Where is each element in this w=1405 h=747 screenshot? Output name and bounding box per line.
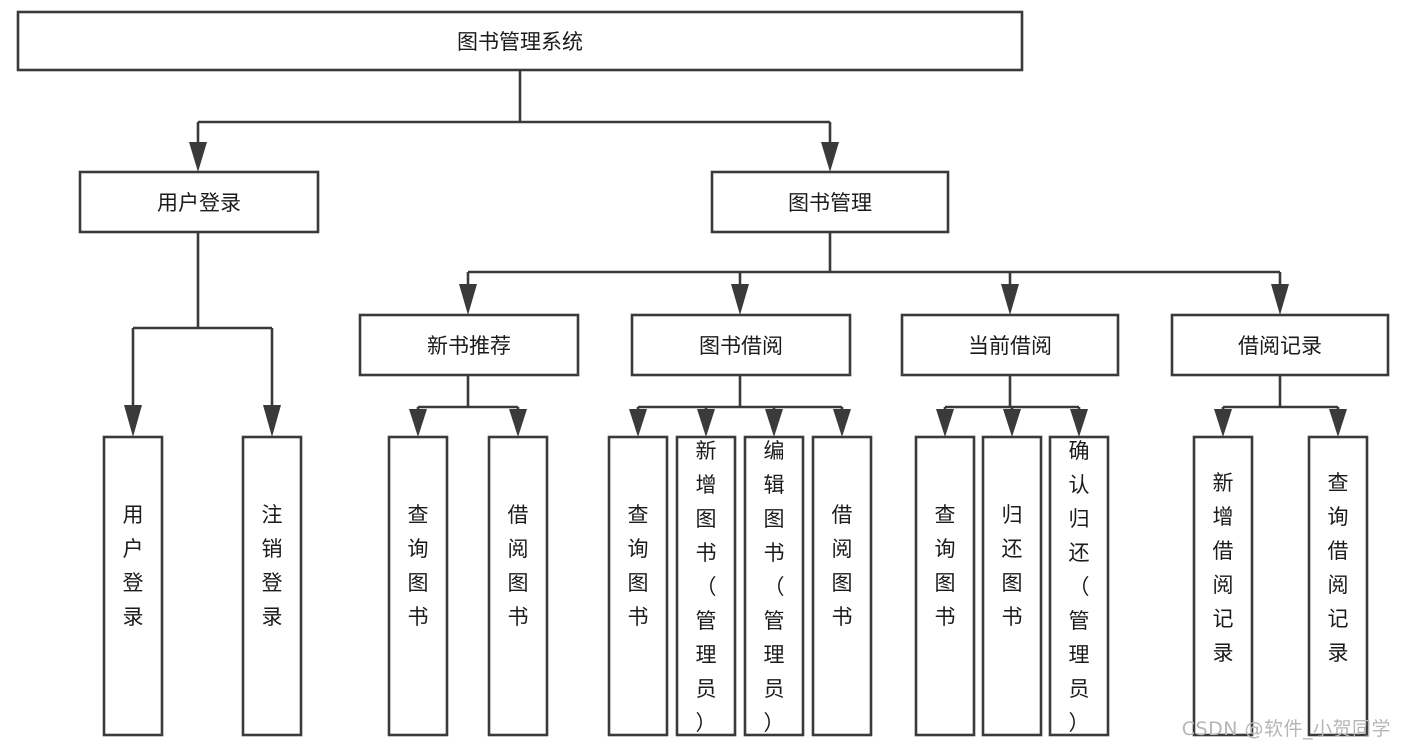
node-leaf-add-book-admin-label: 新增图书（管理员） [696, 439, 717, 735]
node-book-management[interactable]: 图书管理 [710, 170, 950, 234]
node-leaf-query-book-3-label: 查询图书 [935, 503, 956, 629]
arrow-user-login-to-leaf2 [263, 405, 281, 437]
node-leaf-query-book-3[interactable]: 查询图书 [914, 435, 976, 737]
arrow-user-login-to-leaf1 [124, 405, 142, 437]
node-leaf-confirm-return-admin-box[interactable] [1048, 435, 1110, 737]
node-user-login-box[interactable] [78, 170, 320, 234]
arrow-bm-to-record [1271, 284, 1289, 315]
arrow-root-to-book-management [821, 142, 839, 172]
node-leaf-logout-login-label: 注销登录 [262, 503, 283, 629]
arrow-borrow-to-leaf3 [765, 409, 783, 437]
node-new-book-recommend[interactable]: 新书推荐 [358, 313, 580, 377]
arrow-root-to-user-login [189, 142, 207, 172]
node-leaf-user-login-label: 用户登录 [123, 503, 144, 629]
node-book-borrow[interactable]: 图书借阅 [630, 313, 852, 377]
node-leaf-add-book-admin[interactable]: 新增图书（管理员） [675, 435, 737, 737]
arrow-recommend-to-leaf1 [409, 409, 427, 437]
node-current-borrow-box[interactable] [900, 313, 1120, 377]
node-leaf-borrow-book-1[interactable]: 借阅图书 [487, 435, 549, 737]
node-leaf-query-book-2-box[interactable] [607, 435, 669, 737]
arrow-bm-to-current [1001, 284, 1019, 315]
node-leaf-add-book-admin-box[interactable] [675, 435, 737, 737]
arrow-bm-to-recommend [459, 284, 477, 315]
arrow-current-to-leaf1 [936, 409, 954, 437]
node-root[interactable]: 图书管理系统 [16, 10, 1024, 72]
arrow-current-to-leaf2 [1003, 409, 1021, 437]
node-leaf-confirm-return-admin-label: 确认归还（管理员） [1069, 439, 1090, 735]
node-book-management-label: 图书管理 [788, 191, 872, 215]
node-leaf-add-borrow-record[interactable]: 新增借阅记录 [1192, 435, 1254, 737]
node-leaf-confirm-return-admin[interactable]: 确认归还（管理员） [1048, 435, 1110, 737]
node-root-box[interactable] [16, 10, 1024, 72]
connector-layer [124, 70, 1347, 437]
node-leaf-user-login-box[interactable] [102, 435, 164, 737]
node-leaf-query-borrow-record-label: 查询借阅记录 [1328, 471, 1349, 665]
node-borrow-record[interactable]: 借阅记录 [1170, 313, 1390, 377]
node-root-label: 图书管理系统 [457, 30, 583, 54]
node-leaf-return-book-box[interactable] [981, 435, 1043, 737]
node-leaf-return-book[interactable]: 归还图书 [981, 435, 1043, 737]
node-leaf-query-book-2[interactable]: 查询图书 [607, 435, 669, 737]
node-leaf-logout-login[interactable]: 注销登录 [241, 435, 303, 737]
node-leaf-borrow-book-2-box[interactable] [811, 435, 873, 737]
node-leaf-query-borrow-record-box[interactable] [1307, 435, 1369, 737]
node-leaf-logout-login-box[interactable] [241, 435, 303, 737]
node-leaf-borrow-book-2[interactable]: 借阅图书 [811, 435, 873, 737]
node-borrow-record-label: 借阅记录 [1238, 334, 1322, 358]
arrow-recommend-to-leaf2 [509, 409, 527, 437]
node-leaf-borrow-book-1-box[interactable] [487, 435, 549, 737]
node-user-login-label: 用户登录 [157, 191, 241, 215]
node-book-management-box[interactable] [710, 170, 950, 234]
arrow-borrow-to-leaf1 [629, 409, 647, 437]
node-leaf-add-borrow-record-box[interactable] [1192, 435, 1254, 737]
arrow-record-to-leaf2 [1329, 409, 1347, 437]
node-leaf-add-borrow-record-label: 新增借阅记录 [1213, 471, 1234, 665]
node-leaf-query-book-1-box[interactable] [387, 435, 449, 737]
node-user-login[interactable]: 用户登录 [78, 170, 320, 234]
node-book-borrow-box[interactable] [630, 313, 852, 377]
arrow-borrow-to-leaf4 [833, 409, 851, 437]
arrow-current-to-leaf3 [1070, 409, 1088, 437]
node-leaf-borrow-book-2-label: 借阅图书 [832, 503, 853, 629]
node-leaf-edit-book-admin-label: 编辑图书（管理员） [764, 439, 785, 735]
node-current-borrow[interactable]: 当前借阅 [900, 313, 1120, 377]
node-leaf-query-book-1-label: 查询图书 [408, 503, 429, 629]
node-new-book-recommend-box[interactable] [358, 313, 580, 377]
node-leaf-user-login[interactable]: 用户登录 [102, 435, 164, 737]
arrow-bm-to-borrow [731, 284, 749, 315]
node-leaf-query-borrow-record[interactable]: 查询借阅记录 [1307, 435, 1369, 737]
node-leaf-edit-book-admin[interactable]: 编辑图书（管理员） [743, 435, 805, 737]
node-leaf-query-book-1[interactable]: 查询图书 [387, 435, 449, 737]
node-borrow-record-box[interactable] [1170, 313, 1390, 377]
node-book-borrow-label: 图书借阅 [699, 334, 783, 358]
node-current-borrow-label: 当前借阅 [968, 334, 1052, 358]
node-leaf-edit-book-admin-box[interactable] [743, 435, 805, 737]
node-new-book-recommend-label: 新书推荐 [427, 334, 511, 358]
node-leaf-query-book-2-label: 查询图书 [628, 503, 649, 629]
node-leaf-query-book-3-box[interactable] [914, 435, 976, 737]
node-leaf-borrow-book-1-label: 借阅图书 [508, 503, 529, 629]
arrow-record-to-leaf1 [1214, 409, 1232, 437]
node-leaf-return-book-label: 归还图书 [1002, 503, 1023, 629]
arrow-borrow-to-leaf2 [697, 409, 715, 437]
